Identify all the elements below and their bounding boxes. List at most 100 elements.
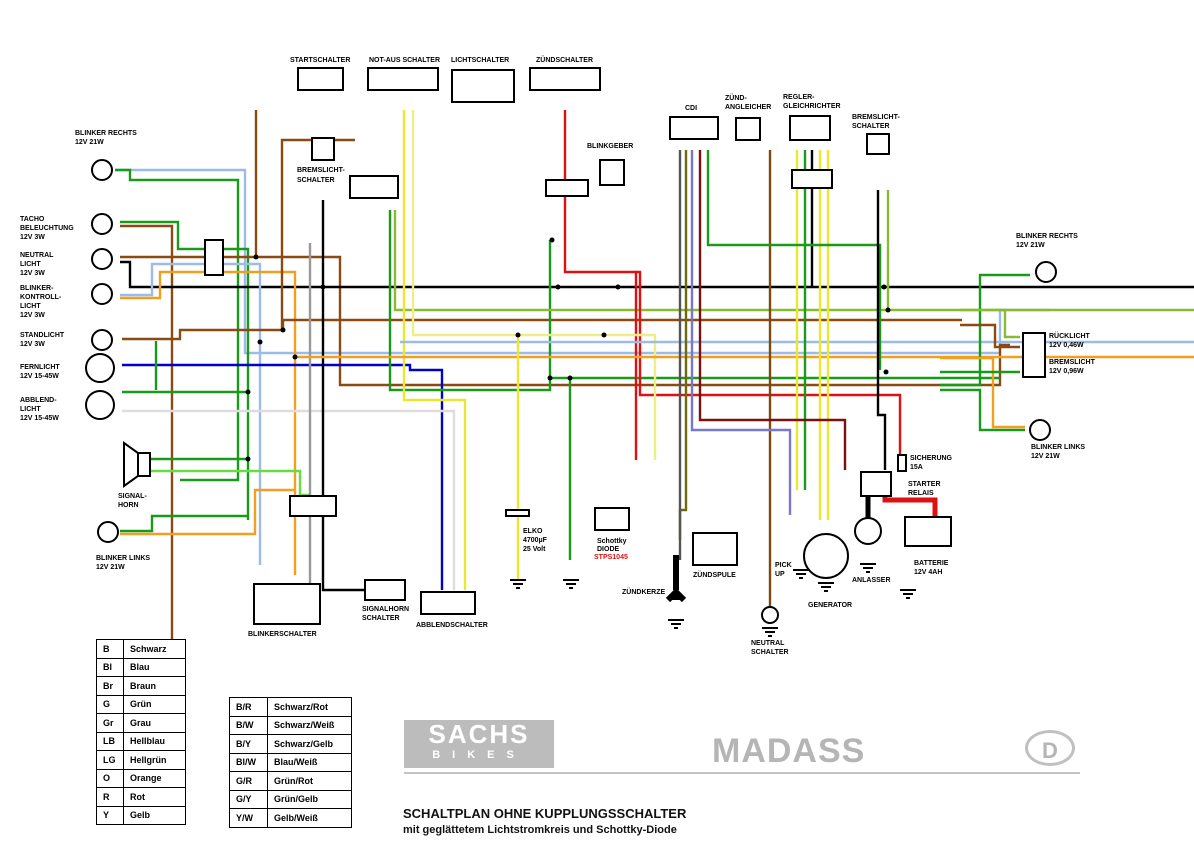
ground-icon (563, 579, 579, 589)
wire-battery (882, 493, 938, 520)
label-ruecklicht-2: 12V 0,46W (1049, 342, 1084, 349)
wire-yw (411, 110, 657, 460)
label-bk-2: KONTROLL- (20, 294, 62, 301)
label-pickup-1: PICK (775, 562, 792, 569)
legend-color-name: Grün (123, 694, 186, 714)
lamp-neutral (91, 248, 113, 270)
connector-bottom (289, 495, 337, 517)
legend-color-name: Grau (123, 713, 186, 733)
label-elko-3: 25 Volt (523, 546, 546, 553)
label-relais-2: RELAIS (908, 490, 934, 497)
label-stand-1: STANDLICHT (20, 332, 65, 339)
label-bl-r-2: 12V 21W (1031, 453, 1060, 460)
connector-mid (545, 179, 589, 197)
sachs-bikes-logo: SACHS BIKES (404, 720, 554, 768)
legend-code: B/Y (229, 734, 268, 754)
legend-code: B/W (229, 715, 268, 735)
lamp-tacho (91, 213, 113, 235)
legend-color-name: Orange (123, 768, 186, 788)
label-abb-2: LICHT (20, 406, 41, 413)
legend-color-name: Schwarz/Weiß (267, 715, 352, 735)
lamp-standlicht (91, 329, 113, 351)
label-neutral-2: LICHT (20, 261, 41, 268)
zuendspule-box (692, 532, 738, 566)
legend-code: G/R (229, 771, 268, 791)
label-elko-1: ELKO (523, 528, 543, 535)
startschalter-box (297, 67, 344, 91)
legend-color-name: Grün/Rot (267, 771, 352, 791)
regler-box (789, 115, 831, 141)
label-cdi: CDI (685, 105, 697, 112)
wire-o-right2 (940, 356, 1025, 429)
label-generator: GENERATOR (808, 602, 852, 609)
blinkerschalter-box (253, 583, 321, 625)
wire-o-bl (120, 488, 295, 536)
lamp-blinker-links-r (1029, 419, 1051, 441)
wire-blw-cdi (690, 150, 792, 515)
sachs-logo-text: SACHS (428, 719, 530, 749)
label-abb-3: 12V 15-45W (20, 415, 59, 422)
legend-code: G (96, 694, 124, 714)
legend-color-name: Gelb (123, 805, 186, 825)
legend-code: Y/W (229, 808, 268, 828)
label-stand-2: 12V 3W (20, 341, 45, 348)
label-abb-1: ABBLEND- (20, 397, 57, 404)
legend-code: Gr (96, 713, 124, 733)
legend-color-name: Hellblau (123, 731, 186, 751)
country-badge: D (1025, 730, 1075, 766)
wire-g (115, 168, 240, 482)
wire-lg-horn (150, 469, 310, 497)
wire-br-cdi (698, 150, 847, 470)
legend-color-name: Blau (123, 657, 186, 677)
legend-code: G/Y (229, 789, 268, 809)
label-bremslicht-1: BREMSLICHT (1049, 359, 1096, 366)
legend-code: Bl/W (229, 752, 268, 772)
lamp-blinker-links (97, 521, 119, 543)
label-br-r-2: 12V 21W (1016, 242, 1045, 249)
wire-b-neutral (120, 260, 1194, 289)
regler-connector (791, 169, 833, 189)
lichtschalter-box (451, 69, 515, 103)
legend-color-name: Rot (123, 787, 186, 807)
wire-g-bl (120, 514, 248, 533)
label-elko-2: 4700µF (523, 537, 548, 544)
ruecklicht-box (1022, 332, 1046, 378)
lamp-blinker-rechts-r (1035, 261, 1057, 283)
label-zuendkerze: ZÜNDKERZE (622, 587, 665, 596)
label-bremslicht-l-2: SCHALTER (297, 177, 335, 184)
label-schottky-1: Schottky (597, 538, 627, 545)
label-batterie-1: BATTERIE (914, 560, 949, 567)
madass-logo: MADASS (712, 732, 866, 770)
wire-b-main (321, 200, 402, 592)
wire-bl (122, 363, 444, 590)
label-bremslicht-r-2: SCHALTER (852, 123, 890, 130)
anlasser-icon (854, 517, 882, 545)
label-zuend-1: ZÜND- (725, 93, 747, 102)
label-abblendschalter: ABBLENDSCHALTER (416, 622, 488, 629)
lamp-abblend (85, 390, 115, 420)
label-tacho-3: 12V 3W (20, 234, 45, 241)
cdi-box (669, 116, 719, 140)
label-schottky-2: DIODE (597, 546, 620, 553)
abblendschalter-box (420, 591, 476, 615)
lamp-fernlicht (85, 353, 115, 383)
zuendangleicher-box (735, 117, 761, 141)
label-sicherung-2: 15A (910, 464, 923, 471)
wire-g2 (120, 220, 250, 520)
label-shs-1: SIGNALHORN (362, 606, 409, 613)
legend-color-name: Grün/Gelb (267, 789, 352, 809)
legend-code: R (96, 787, 124, 807)
wire-g-right2 (940, 388, 1025, 432)
